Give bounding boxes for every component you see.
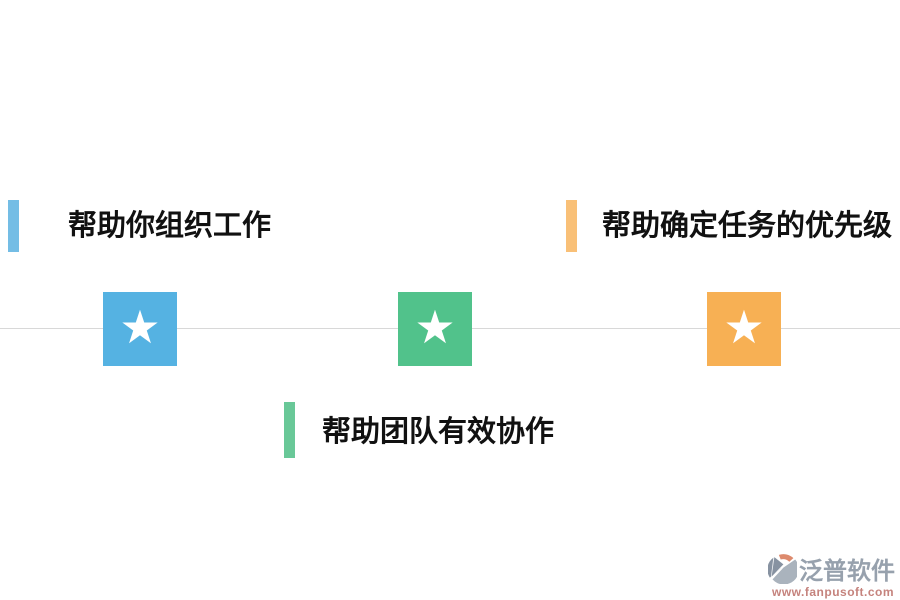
star-icon: ★ <box>414 301 456 353</box>
star-icon: ★ <box>723 301 765 353</box>
feature-accent-bar-collaborate <box>284 402 295 458</box>
feature-label-organize: 帮助你组织工作 <box>68 210 272 242</box>
brand-watermark: 泛普软件 www.fanpusoft.com <box>768 551 900 599</box>
brand-name: 泛普软件 <box>799 558 895 585</box>
milestone-square-green: ★ <box>398 292 472 366</box>
star-icon: ★ <box>119 301 161 353</box>
milestone-square-blue: ★ <box>103 292 177 366</box>
feature-accent-bar-organize <box>8 200 19 252</box>
feature-accent-bar-prioritize <box>566 200 577 252</box>
brand-url: www.fanpusoft.com <box>772 585 895 599</box>
feature-label-prioritize: 帮助确定任务的优先级 <box>602 210 893 242</box>
fanpu-logo-icon <box>768 554 797 584</box>
feature-label-collaborate: 帮助团队有效协作 <box>322 416 555 448</box>
milestone-square-orange: ★ <box>707 292 781 366</box>
